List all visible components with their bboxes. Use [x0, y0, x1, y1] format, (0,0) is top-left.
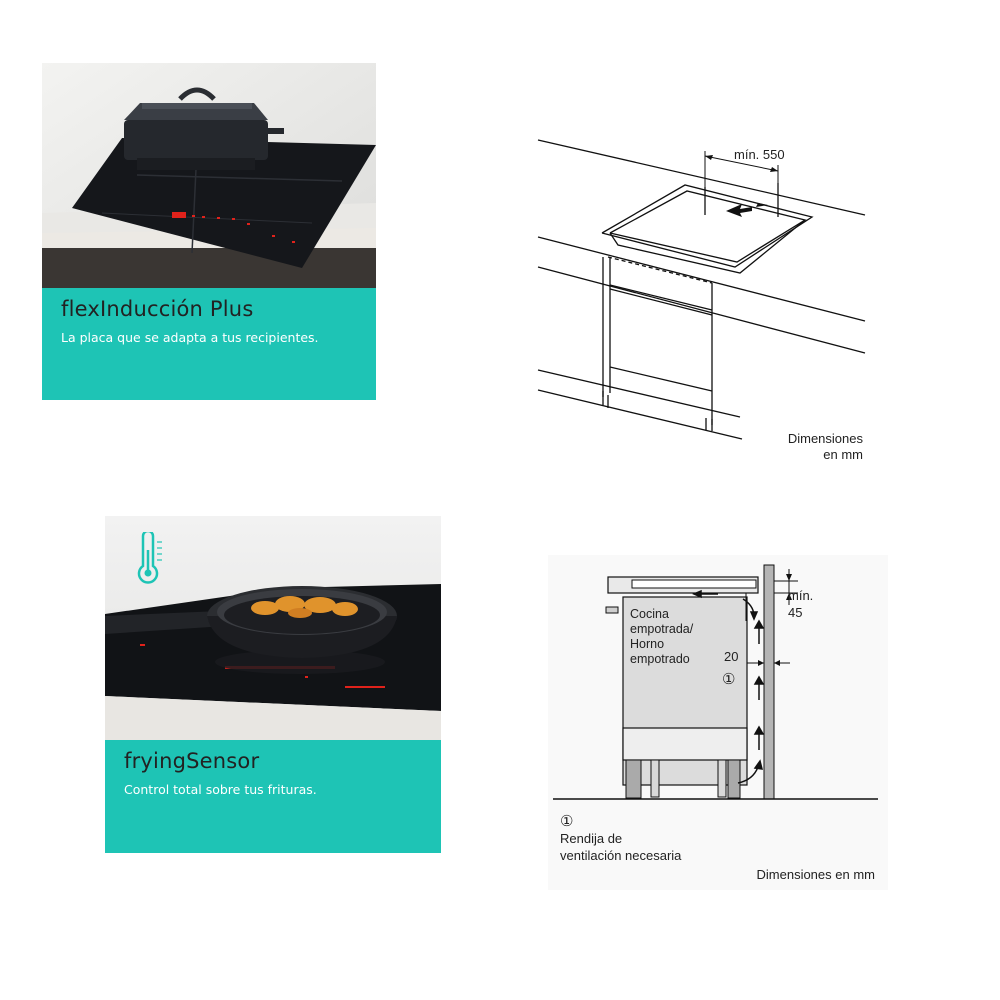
card-title: fryingSensor	[124, 749, 260, 773]
cabinet-label-3: Horno	[630, 637, 664, 651]
card-subtitle: La placa que se adapta a tus recipientes…	[61, 330, 319, 345]
hob-photo	[42, 63, 376, 288]
min-dimension: mín. 550	[734, 147, 785, 162]
cutout-diagram: mín. 550 Dimensiones en mm	[537, 139, 866, 462]
teal-banner	[42, 288, 376, 400]
arrow-icon	[726, 204, 752, 217]
cabinet-label-1: Cocina	[630, 607, 669, 621]
countertop-lines	[537, 139, 866, 440]
feature-card-flexinduccion: flexInducción Plus La placa que se adapt…	[42, 63, 376, 400]
vent-marker: ①	[722, 671, 735, 688]
legend-line-2: ventilación necesaria	[560, 848, 682, 863]
hob	[631, 579, 757, 589]
dimensions-unit: en mm	[823, 447, 863, 462]
cabinet-label-2: empotrada/	[630, 622, 694, 636]
cabinet-label-4: empotrado	[630, 652, 690, 666]
frying-pan-photo	[105, 516, 441, 740]
min-label: mín.	[788, 588, 813, 603]
teal-banner	[105, 740, 441, 853]
legend-marker: ①	[560, 813, 573, 830]
wall	[763, 564, 775, 800]
legend-line-1: Rendija de	[560, 831, 622, 846]
dimensions-label: Dimensiones en mm	[757, 867, 876, 882]
gap-value: 20	[724, 649, 738, 664]
airflow-arrows	[692, 589, 765, 784]
min-value: 45	[788, 605, 802, 620]
feature-card-fryingsensor: fryingSensor Control total sobre tus fri…	[105, 516, 441, 853]
card-title: flexInducción Plus	[61, 297, 254, 321]
ventilation-diagram: Cocina empotrada/ Horno empotrado 20 ① m…	[548, 555, 888, 890]
dimensions-label: Dimensiones	[788, 431, 864, 446]
card-subtitle: Control total sobre tus frituras.	[124, 782, 317, 797]
thermometer-icon	[137, 532, 162, 584]
